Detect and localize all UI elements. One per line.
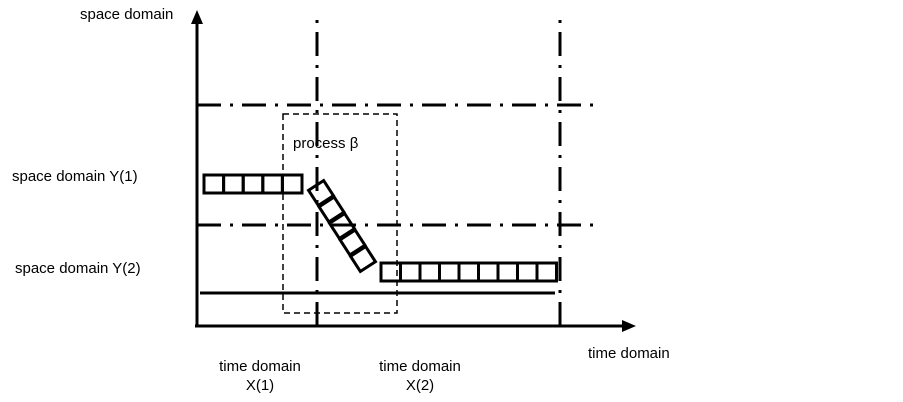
block	[306, 178, 336, 208]
block	[261, 173, 284, 195]
block	[496, 261, 519, 283]
block	[337, 227, 368, 258]
y-label-1: space domain Y(1)	[12, 168, 138, 185]
block	[280, 173, 304, 195]
process-label: process β	[293, 135, 359, 152]
block	[348, 244, 378, 274]
upper-block-row	[202, 173, 304, 195]
x-axis-label: time domain	[588, 345, 670, 362]
block	[418, 261, 441, 283]
block	[535, 261, 558, 283]
block	[222, 173, 245, 195]
block	[516, 261, 539, 283]
block	[327, 211, 357, 241]
x-label-1-line2: X(1)	[246, 377, 274, 394]
block	[477, 261, 500, 283]
process-box	[282, 113, 398, 314]
block	[316, 194, 347, 225]
x-label-1-line1: time domain	[219, 358, 301, 375]
block	[399, 261, 422, 283]
block	[202, 173, 226, 195]
y-label-2: space domain Y(2)	[15, 260, 141, 277]
block	[457, 261, 480, 283]
x-label-2-line2: X(2)	[406, 377, 434, 394]
block	[241, 173, 265, 195]
x-axis-arrow-icon	[622, 320, 636, 332]
lower-block-row	[379, 261, 558, 283]
y-axis-arrow-icon	[191, 10, 203, 24]
x-label-2-line1: time domain	[379, 358, 461, 375]
diagonal-block-row	[306, 178, 378, 274]
y-axis-label: space domain	[80, 6, 173, 23]
block	[438, 261, 461, 283]
